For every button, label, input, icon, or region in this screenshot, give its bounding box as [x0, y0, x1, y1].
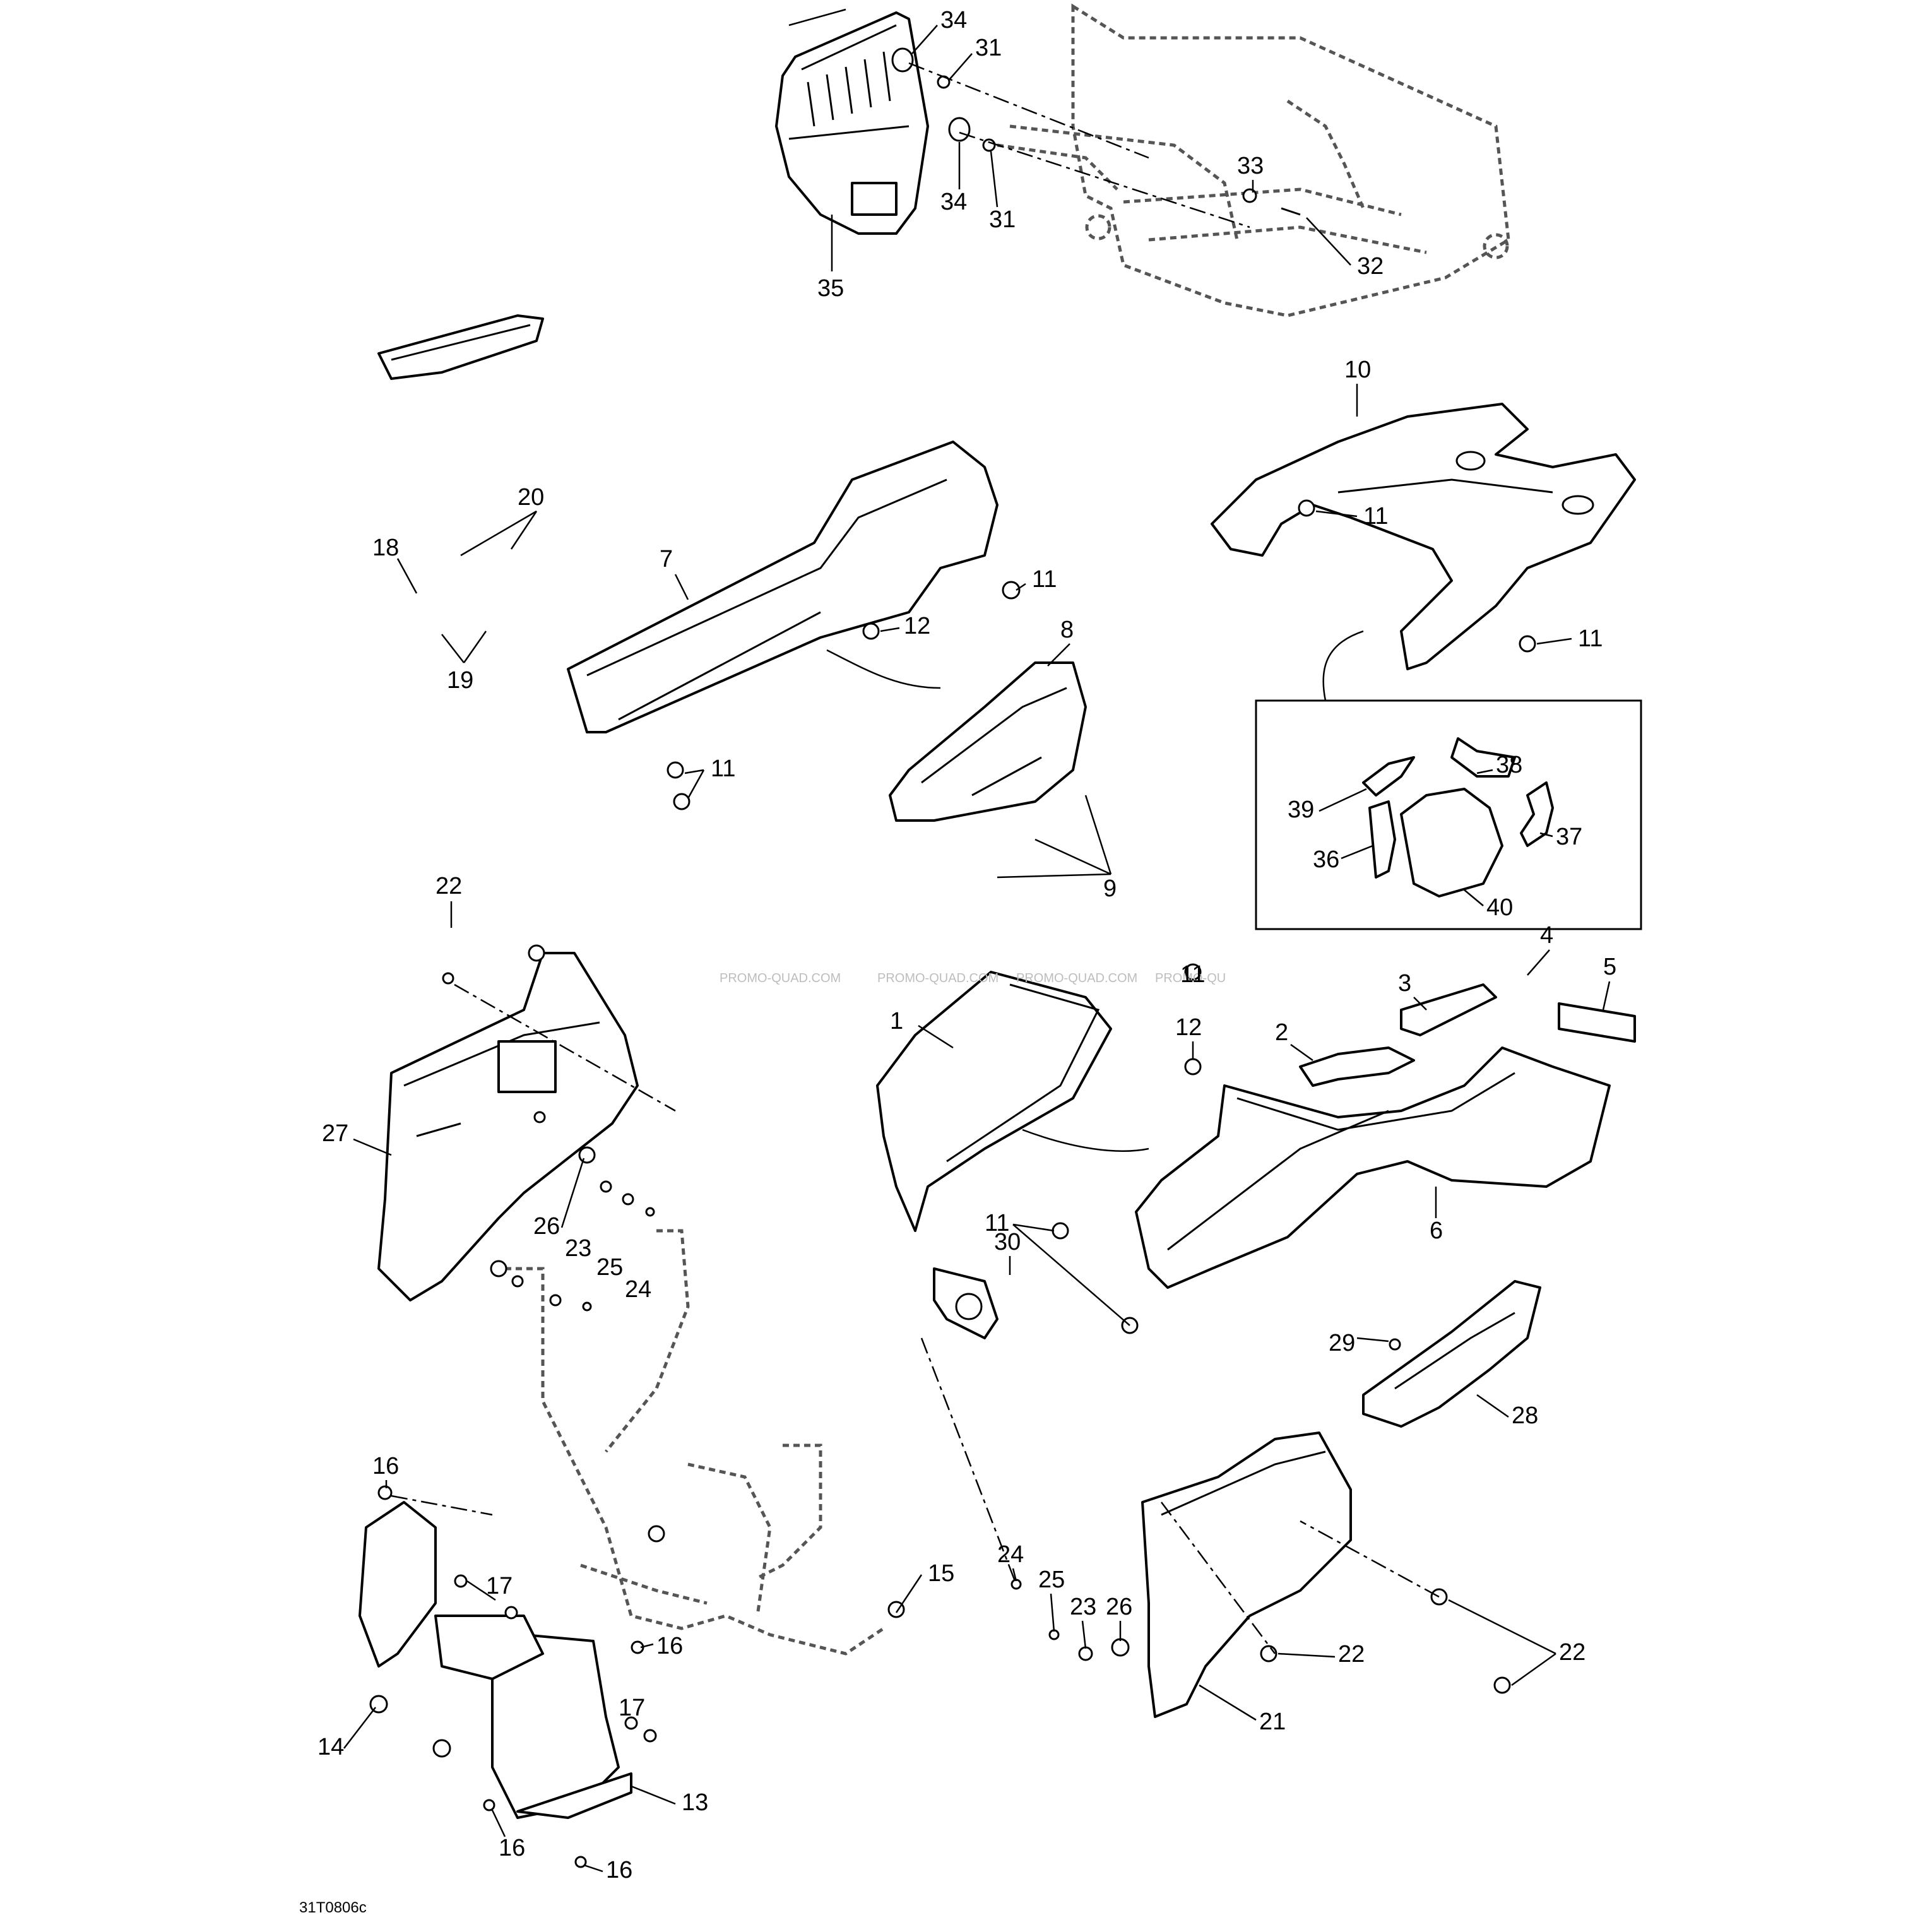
- callout: 18: [372, 535, 399, 561]
- callout: 24: [997, 1541, 1024, 1568]
- callout: 11: [1363, 503, 1388, 530]
- callout: 23: [1070, 1594, 1096, 1620]
- callout: 39: [1288, 797, 1314, 823]
- callout: 25: [596, 1254, 623, 1281]
- callout: 11: [1032, 566, 1057, 593]
- panel-27: [377, 952, 639, 1301]
- callout: 34: [940, 189, 967, 215]
- callout: 1: [890, 1008, 903, 1034]
- panel-10: [1211, 403, 1636, 701]
- callout: 5: [1603, 954, 1616, 980]
- callout: 6: [1430, 1218, 1443, 1244]
- watermark: PROMO-QUAD.COM: [720, 971, 841, 985]
- callout: 24: [625, 1276, 651, 1303]
- callout: 22: [1559, 1639, 1585, 1666]
- callout: 17: [619, 1695, 645, 1721]
- callout: 31: [989, 206, 1016, 233]
- callout: 30: [994, 1229, 1021, 1255]
- callout: 9: [1103, 875, 1117, 902]
- callout: 23: [565, 1235, 591, 1262]
- callout: 22: [1338, 1641, 1365, 1668]
- callout: 14: [317, 1734, 344, 1760]
- callout: 3: [1398, 970, 1411, 997]
- callout: 37: [1556, 824, 1582, 850]
- callout: 11: [985, 1210, 1009, 1236]
- bumper-13: [359, 1501, 632, 1819]
- panel-8: [889, 661, 1087, 822]
- panel-28: [1362, 1280, 1541, 1428]
- callout: 16: [656, 1633, 683, 1659]
- callout: 16: [606, 1857, 632, 1883]
- panel-3: [1400, 983, 1497, 1036]
- callout: 7: [660, 546, 673, 572]
- callout: 16: [372, 1453, 399, 1479]
- callout: 19: [447, 667, 473, 694]
- arrows-middle: [826, 649, 1149, 1152]
- callout: 16: [499, 1835, 525, 1861]
- callout: 40: [1486, 894, 1513, 921]
- callout: 21: [1259, 1709, 1286, 1735]
- callout: 11: [1578, 625, 1603, 652]
- callout: 29: [1329, 1330, 1355, 1356]
- callout: 31: [975, 35, 1002, 61]
- panel-6: [1135, 1046, 1611, 1289]
- panel-7: [567, 441, 999, 733]
- watermark: PROMO-QUAD.COM: [1016, 971, 1137, 985]
- plate-30: [933, 1267, 999, 1339]
- callout: 11: [1180, 961, 1205, 988]
- panel-2: [1299, 1046, 1415, 1087]
- callout: 22: [436, 873, 462, 899]
- frame-section-front: [505, 1229, 885, 1656]
- callout: 15: [928, 1560, 954, 1587]
- callout: 4: [1540, 922, 1553, 949]
- callout: 26: [1106, 1594, 1132, 1620]
- callout: 8: [1060, 617, 1074, 643]
- callout: 11: [711, 756, 735, 782]
- frame-section-rear: [997, 3, 1510, 317]
- callout: 36: [1313, 846, 1339, 873]
- callout: 2: [1275, 1019, 1288, 1046]
- callout: 13: [682, 1789, 708, 1816]
- callout: 12: [1175, 1014, 1202, 1041]
- callout: 20: [518, 484, 544, 511]
- drawing-code: 31T0806c: [299, 1899, 367, 1916]
- callout: 10: [1344, 357, 1371, 383]
- hardware-top: [788, 8, 1301, 228]
- hardware-misc: [369, 499, 1536, 1868]
- callout: 32: [1357, 253, 1384, 280]
- watermark: PROMO-QU: [1155, 971, 1226, 985]
- panel-5: [1558, 1002, 1636, 1043]
- callout: 26: [533, 1213, 560, 1240]
- callout: 25: [1038, 1567, 1065, 1593]
- callout: 28: [1512, 1402, 1538, 1429]
- watermark: PROMO-QUAD.COM: [877, 971, 999, 985]
- callout: 27: [322, 1120, 348, 1147]
- callout: 35: [817, 275, 844, 302]
- callout: 17: [486, 1573, 513, 1599]
- panel-1: [876, 971, 1112, 1232]
- panel-18: [377, 314, 544, 380]
- callout: 12: [904, 613, 930, 639]
- panel-21: [1141, 1431, 1352, 1718]
- callout: 34: [940, 7, 967, 33]
- detail-inset-36-40: [1255, 699, 1642, 930]
- callout: 33: [1237, 153, 1264, 179]
- rear-bracket-35: [775, 11, 929, 235]
- callouts: 34 31 34 31 33 32 35 10 11 11 20 18 7 11…: [317, 7, 1616, 1883]
- callout: 38: [1496, 752, 1522, 778]
